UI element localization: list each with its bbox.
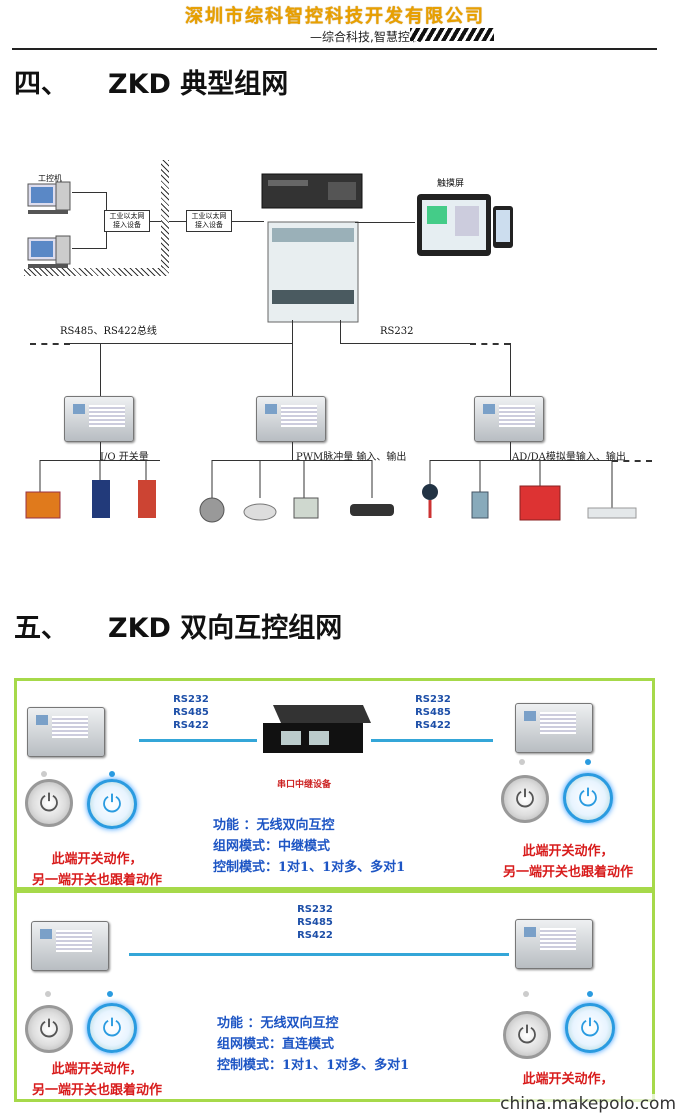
panel2-info: 功能 ：无线双向互控组网模式：直连模式控制模式：1对1、1对多、多对1 xyxy=(217,1016,410,1073)
touch-label: 触摸屏 xyxy=(437,179,465,189)
note-right-2: 此端开关动作， xyxy=(522,1072,614,1087)
power-button-off-left-2[interactable]: ⏻ xyxy=(25,1005,73,1053)
note-left-1: 此端开关动作，另一端开关也跟着动作 xyxy=(31,852,162,888)
note-left-2: 此端开关动作，另一端开关也跟着动作 xyxy=(31,1062,162,1098)
panel1-info: 功能 ：无线双向互控组网模式：中继模式控制模式：1对1、1对多、多对1 xyxy=(213,818,406,875)
relay-label: 串口中继设备 xyxy=(277,780,332,790)
cable-direct xyxy=(129,953,509,956)
power-button-on-left-2[interactable]: ⏻ xyxy=(87,1003,137,1053)
io-label: I/O 开关量 xyxy=(100,452,149,463)
industrial-pc-and-plc xyxy=(261,173,363,323)
ethernet-box-2: 工业以太网接入设备 xyxy=(186,210,232,232)
field-devices xyxy=(25,460,637,523)
section5-number: 五、 xyxy=(14,613,68,644)
section4-title: ZKD 典型组网 xyxy=(108,69,289,100)
touch-screen-icon xyxy=(417,194,513,256)
device-right-1 xyxy=(515,703,593,753)
power-button-on-right-2[interactable]: ⏻ xyxy=(565,1003,615,1053)
watermark: china.makepolo.com xyxy=(500,1094,676,1114)
section5-title: ZKD 双向互控组网 xyxy=(108,613,343,644)
bus-left-label: RS485、RS422总线 xyxy=(60,326,157,337)
pwm-label: PWM脉冲量 输入、输出 xyxy=(296,452,407,463)
company-name: 深圳市综科智控科技开发有限公司 xyxy=(185,6,485,27)
pc-label: 工控机 xyxy=(38,174,62,183)
ethernet-box-1: 工业以太网接入设备 xyxy=(104,210,150,232)
company-slogan: —综合科技,智慧控制 xyxy=(310,30,422,44)
wall-hatch xyxy=(161,160,169,272)
header-stripes xyxy=(410,28,494,41)
power-button-off-left-1[interactable]: ⏻ xyxy=(25,779,73,827)
cable-right-1 xyxy=(371,739,493,742)
note-right-1: 此端开关动作，另一端开关也跟着动作 xyxy=(502,844,633,880)
cable-left-1 xyxy=(139,739,257,742)
controller-module-3 xyxy=(474,396,544,442)
section4-number: 四、 xyxy=(14,69,68,100)
computer-icons xyxy=(27,181,71,268)
power-button-on-right-1[interactable]: ⏻ xyxy=(563,773,613,823)
power-button-off-right-2[interactable]: ⏻ xyxy=(503,1011,551,1059)
floor-hatch xyxy=(24,268,169,276)
bus-right-label: RS232 xyxy=(380,326,414,337)
device-left-1 xyxy=(27,707,105,757)
serial-relay-device xyxy=(263,705,371,753)
device-left-2 xyxy=(31,921,109,971)
device-right-2 xyxy=(515,919,593,969)
power-button-off-right-1[interactable]: ⏻ xyxy=(501,775,549,823)
power-button-on-left-1[interactable]: ⏻ xyxy=(87,779,137,829)
controller-module-2 xyxy=(256,396,326,442)
controller-module-1 xyxy=(64,396,134,442)
header-divider xyxy=(12,48,657,50)
typical-network-diagram: 工控机 工业以太网接入设备 工业以太网接入设备 触摸屏 RS485、RS422总… xyxy=(0,150,680,530)
adda-label: AD/DA模拟量输入、输出 xyxy=(512,452,626,463)
